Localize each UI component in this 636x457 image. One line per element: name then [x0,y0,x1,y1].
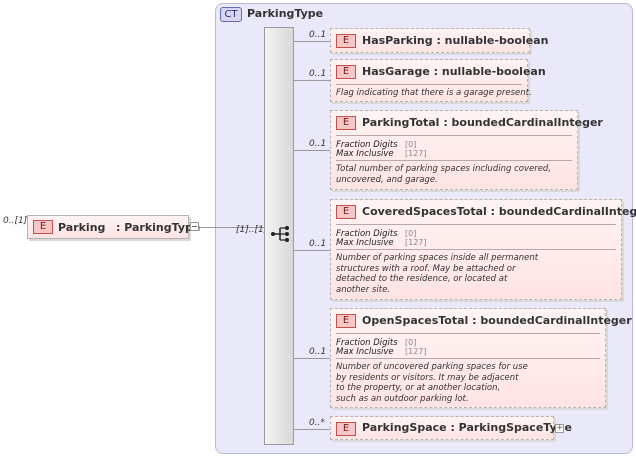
facet-value: [127] [405,149,427,158]
facet-value: [127] [405,238,427,247]
element-name: OpenSpacesTotal [362,314,469,327]
element-occurrence: 0..1 [309,239,327,249]
element-documentation: Flag indicating that there is a garage p… [336,88,532,98]
element-occurrence: 0..* [309,418,325,428]
divider [336,249,616,250]
element-occurrence: 0..1 [309,69,327,79]
facet-label: Fraction Digits [336,229,398,239]
connector [294,41,330,42]
element-documentation: Number of parking spaces inside all perm… [336,253,539,295]
element-badge: E [336,205,356,219]
element-has-garage[interactable]: E HasGarage : nullable-boolean Flag indi… [330,59,546,102]
divider [336,358,600,359]
element-name: HasParking [362,34,433,47]
collapse-icon[interactable] [190,222,199,231]
element-badge: E [336,34,356,48]
connector [294,80,330,81]
divider [336,135,572,136]
element-badge: E [33,220,53,234]
element-badge: E [336,116,356,130]
element-badge: E [336,422,356,436]
connector [294,250,330,251]
facet-label: Fraction Digits [336,140,398,150]
facet-value: [127] [405,347,427,356]
element-type: : nullable-boolean [433,65,546,78]
root-element-type: : ParkingType [116,221,201,234]
facet-label: Max Inclusive [336,238,394,248]
connector [294,358,330,359]
connector [294,150,330,151]
root-element-name: Parking [58,221,106,234]
divider [336,160,572,161]
element-name: ParkingTotal [362,116,440,129]
connector [294,429,330,430]
ct-badge: CT [220,7,242,22]
element-documentation: Number of uncovered parking spaces for u… [336,362,528,404]
element-name: ParkingSpace [362,421,447,434]
facet-value: [0] [405,140,417,149]
element-type: : boundedCardinalInteger [472,314,632,327]
divider [336,84,522,85]
sequence-occurrence: [1]..[1] [236,225,268,235]
divider [336,333,600,334]
divider [336,224,616,225]
element-documentation: Total number of parking spaces including… [336,164,552,185]
element-badge: E [336,65,356,79]
element-parking-space[interactable]: E ParkingSpace : ParkingSpaceType [330,416,572,440]
element-has-parking[interactable]: E HasParking : nullable-boolean [330,28,548,53]
element-badge: E [336,314,356,328]
facet-label: Max Inclusive [336,149,394,159]
element-type: : ParkingSpaceType [450,421,572,434]
facet-value: [0] [405,338,417,347]
element-covered-spaces-total[interactable]: E CoveredSpacesTotal : boundedCardinalIn… [330,199,636,300]
facet-label: Fraction Digits [336,338,398,348]
complex-type-name: ParkingType [247,7,324,20]
sequence-compositor-icon [271,226,289,242]
element-name: CoveredSpacesTotal [362,205,487,218]
sequence-bar [264,27,294,445]
root-element-box[interactable]: E Parking : ParkingType [27,215,200,239]
facet-value: [0] [405,229,417,238]
element-parking-total[interactable]: E ParkingTotal : boundedCardinalInteger … [330,110,603,190]
facet-label: Max Inclusive [336,347,394,357]
element-occurrence: 0..1 [309,30,327,40]
element-type: : nullable-boolean [436,34,549,47]
plus-icon[interactable]: + [555,423,564,433]
element-type: : boundedCardinalInteger [443,116,603,129]
root-occurrence: 0..[1] [3,216,28,226]
connector-root [200,227,264,228]
element-type: : boundedCardinalInteger [490,205,636,218]
element-name: HasGarage [362,65,430,78]
element-occurrence: 0..1 [309,347,327,357]
element-open-spaces-total[interactable]: E OpenSpacesTotal : boundedCardinalInteg… [330,308,632,408]
element-occurrence: 0..1 [309,139,327,149]
